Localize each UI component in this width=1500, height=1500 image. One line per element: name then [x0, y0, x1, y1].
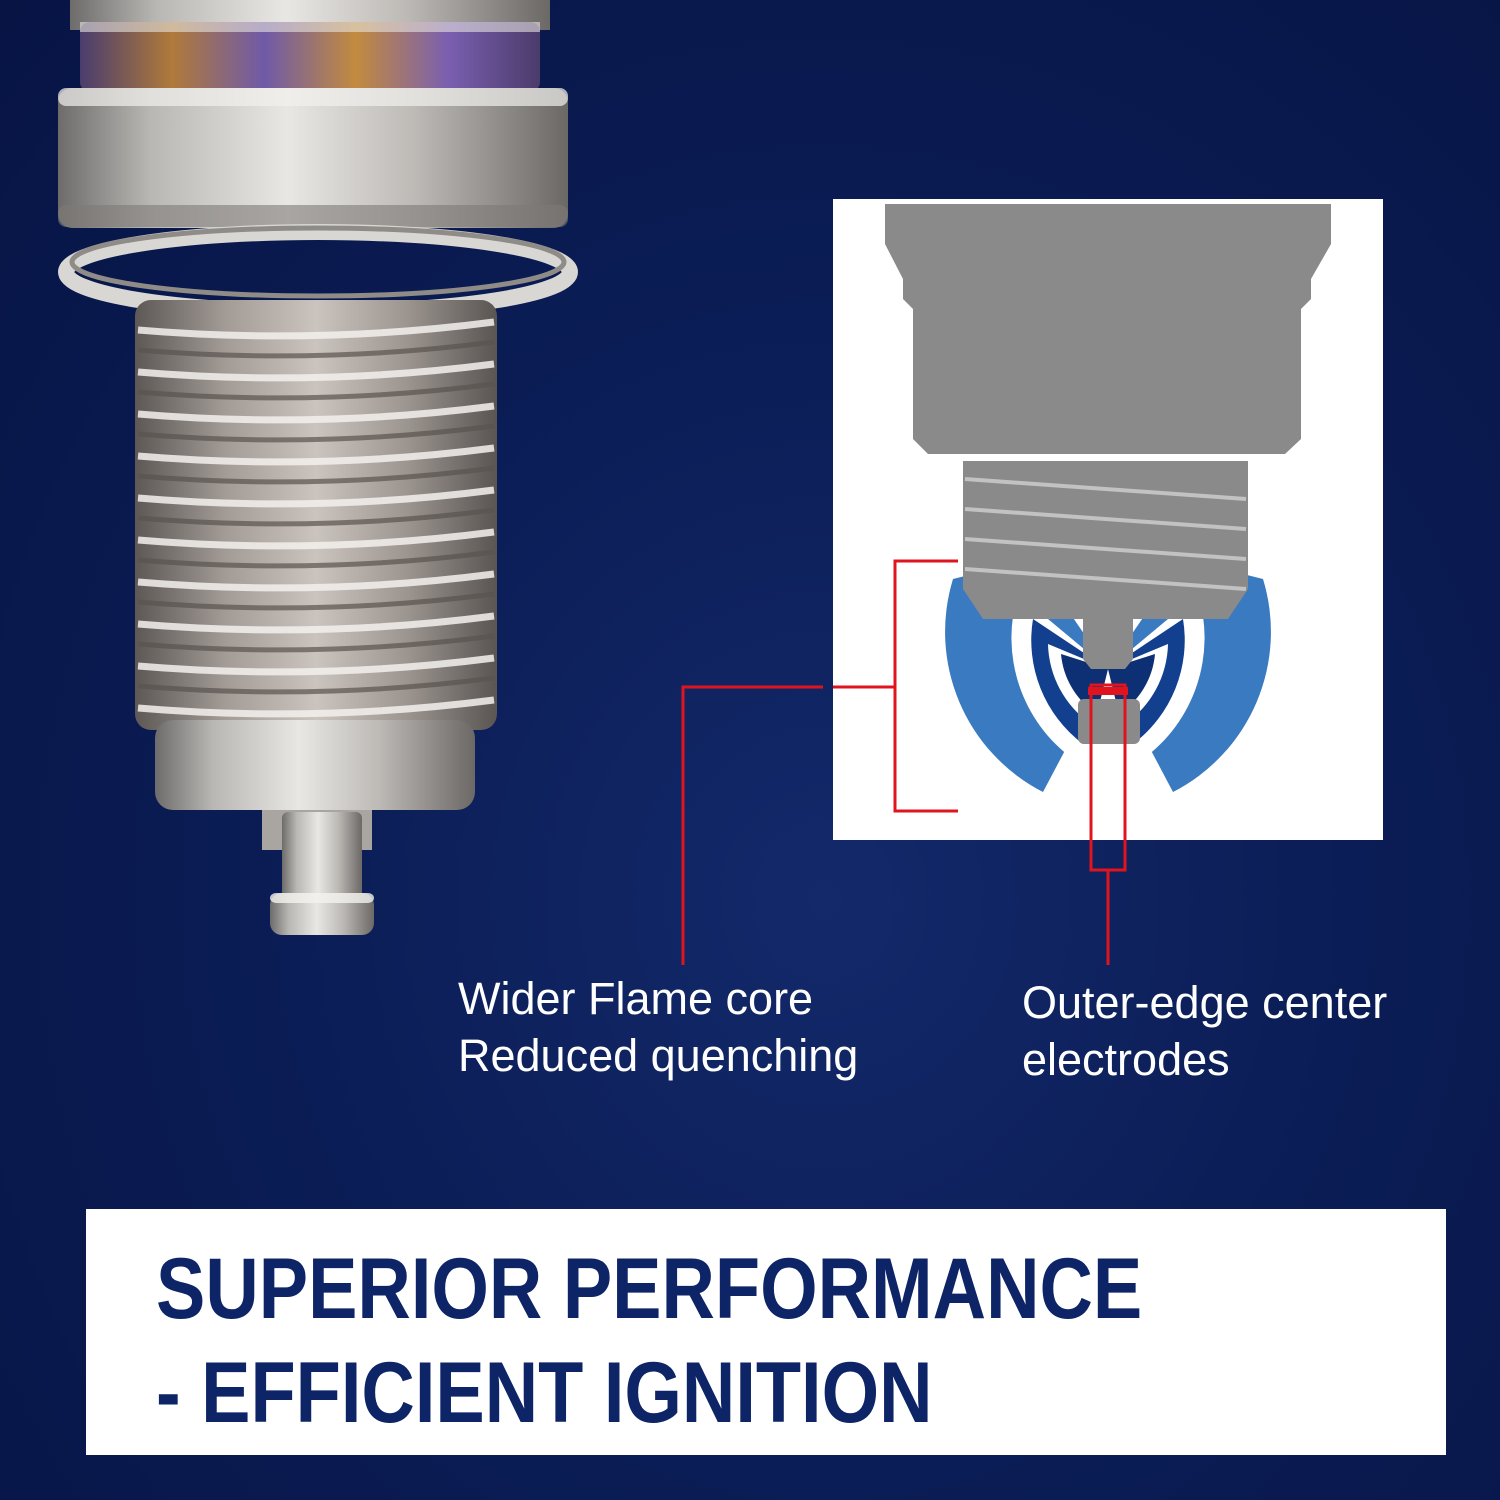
callout-electrodes-line1: Outer-edge center	[1022, 977, 1388, 1028]
plug-thread-lines	[137, 318, 495, 718]
callout-flame-core: Wider Flame core Reduced quenching	[458, 970, 858, 1084]
plug-shell-lip	[155, 720, 475, 810]
diagram-plug-threads	[963, 461, 1248, 619]
diagram-plug-hex	[885, 204, 1331, 454]
diagram-panel	[823, 199, 1383, 867]
spark-plug-diagram	[823, 204, 1331, 867]
callout-electrodes: Outer-edge center electrodes	[1022, 974, 1387, 1088]
headline-banner: SUPERIOR PERFORMANCE - EFFICIENT IGNITIO…	[86, 1209, 1446, 1455]
diagram-center-electrode	[1083, 619, 1133, 669]
callout-electrodes-line2: electrodes	[1022, 1034, 1230, 1085]
diagram-ground-electrode	[1078, 699, 1140, 744]
callout-flame-core-line1: Wider Flame core	[458, 973, 814, 1024]
spark-gap	[1088, 687, 1128, 695]
plug-rainbow-band	[80, 22, 540, 92]
callout-flame-core-line2: Reduced quenching	[458, 1030, 859, 1081]
headline-title: SUPERIOR PERFORMANCE - EFFICIENT IGNITIO…	[156, 1237, 1142, 1445]
plug-collar	[58, 88, 568, 228]
headline-line1: SUPERIOR PERFORMANCE	[156, 1241, 1143, 1337]
headline-line2: - EFFICIENT IGNITION	[156, 1345, 933, 1441]
